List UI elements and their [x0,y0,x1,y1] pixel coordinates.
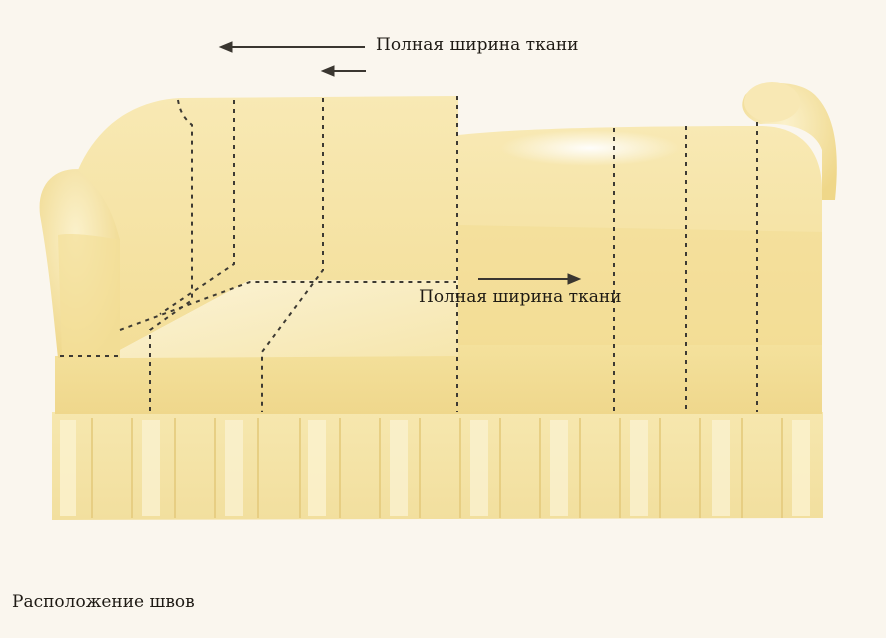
left-armrest [39,169,120,358]
arrow-left-icon [218,41,366,77]
fabric-shine [500,130,680,166]
arrow-right-icon [478,273,582,285]
label-full-fabric-width-middle: Полная ширина ткани [419,287,622,307]
label-full-fabric-width-top: Полная ширина ткани [376,35,579,55]
right-scroll-armrest [742,82,837,200]
seam-lines [60,96,758,412]
left-back-panel [78,96,458,350]
sofa-skirt [52,412,823,520]
seat-cushion [120,280,458,358]
sofa-front-base [55,345,822,414]
figure-caption: Расположение швов [12,592,195,612]
